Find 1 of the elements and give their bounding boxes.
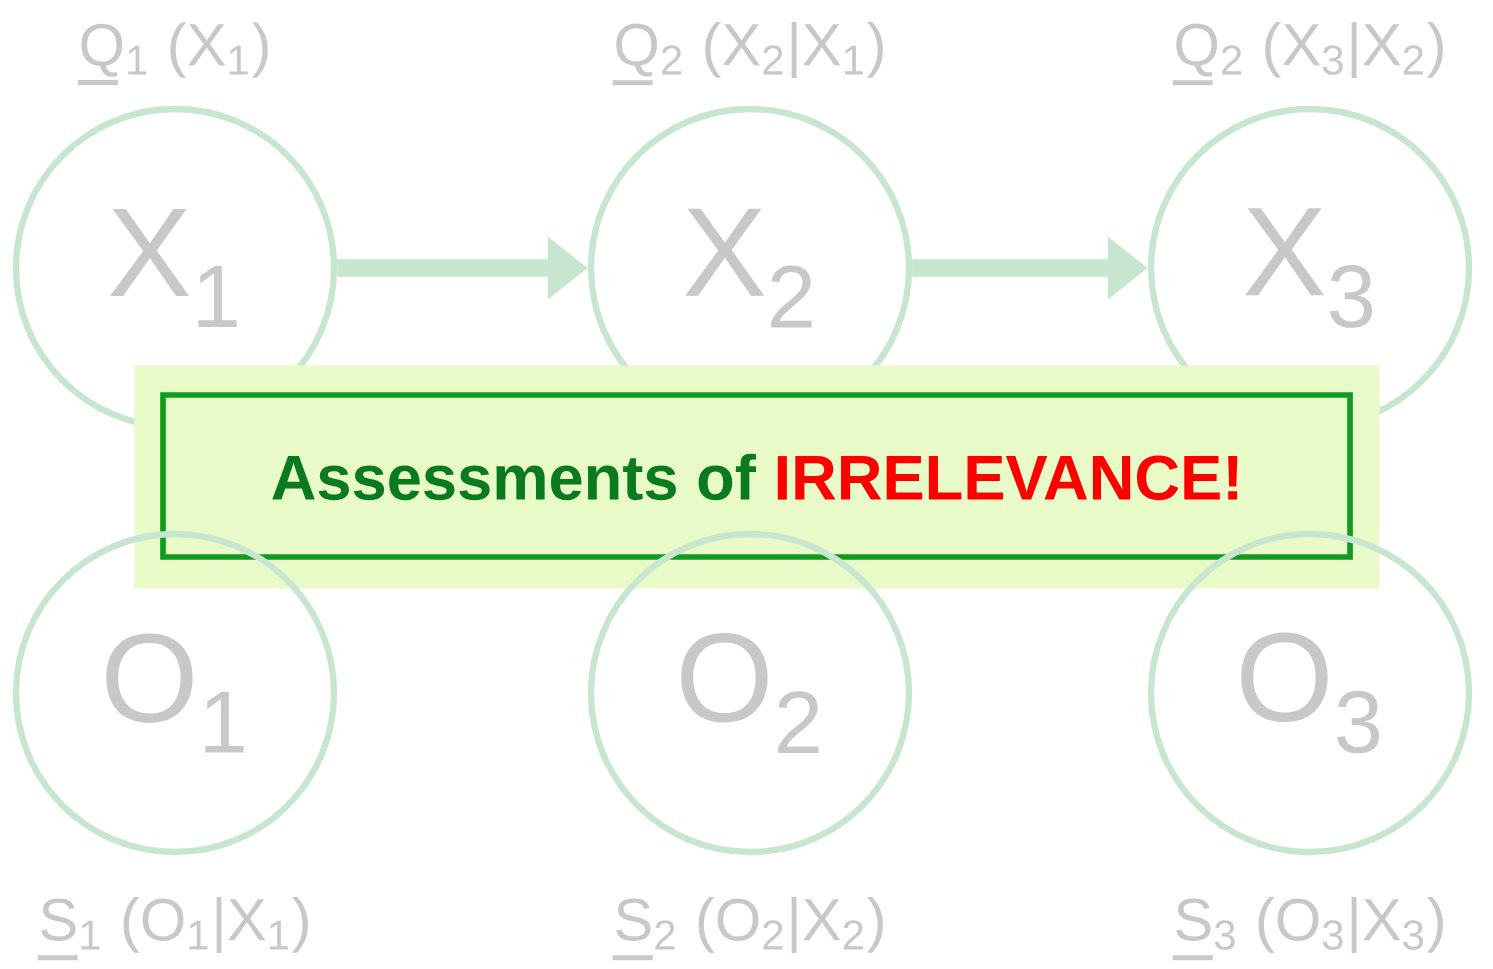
callout-box: Assessments of IRRELEVANCE! bbox=[134, 365, 1380, 589]
